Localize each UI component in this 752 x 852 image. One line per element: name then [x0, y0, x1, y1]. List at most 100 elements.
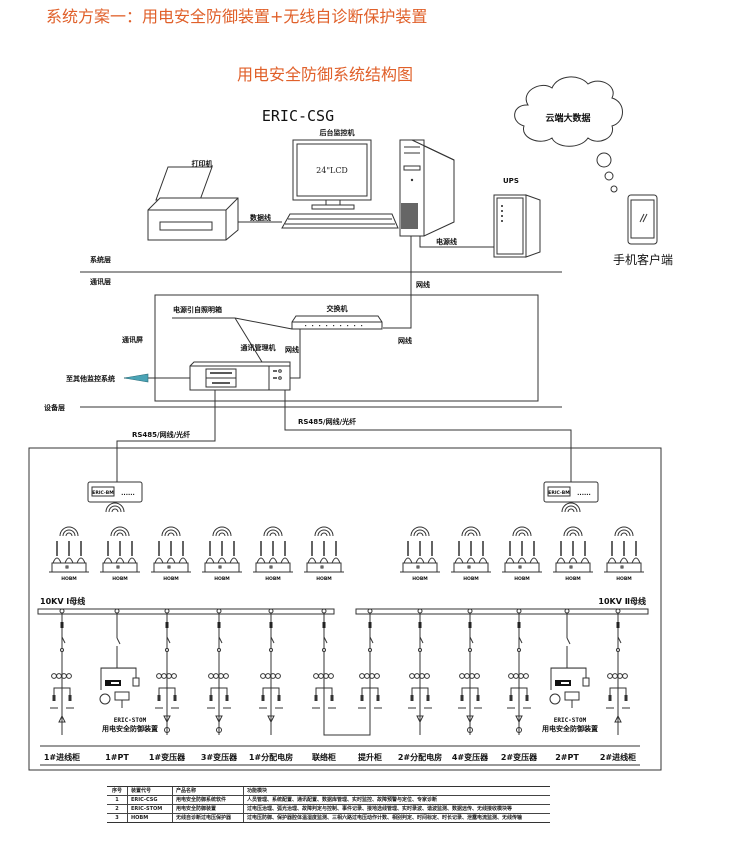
svg-text:......: ...... — [577, 490, 591, 497]
printer-icon — [147, 166, 239, 241]
cell-index: 3 — [107, 813, 128, 823]
rs485-right-label: RS485/网线/光纤 — [298, 417, 356, 426]
mobile-phone-icon — [627, 194, 658, 245]
table-row: 1 ERIC-CSG 用电安全防御系统软件 人员管理、系统配置、通讯配置、数据库… — [107, 795, 550, 805]
header-code: 装置代号 — [127, 786, 173, 796]
cell-index: 2 — [107, 804, 128, 814]
cell-product: 用电安全防御系统软件 — [172, 795, 244, 805]
sensor-label: HOBM — [61, 576, 77, 582]
ups-label: UPS — [503, 177, 519, 185]
power-source-label: 电源引自照明箱 — [173, 305, 222, 314]
system-name: ERIC-CSG — [262, 107, 334, 125]
cabinet-label: 1#分配电房 — [249, 752, 293, 762]
sensor-hobm: HOBM — [400, 526, 440, 582]
cabinet-label: 2#分配电房 — [398, 752, 442, 762]
cabinet-label: 1#变压器 — [149, 752, 186, 762]
cell-functions: 过电压治理、弧光治理、故障判定与控制、事件记录、接地选线管理、实时录波、谐波监测… — [243, 804, 550, 814]
monitor-icon — [281, 139, 399, 229]
sensor-hobm: HOBM — [451, 526, 491, 582]
cabinet-label: 2#变压器 — [501, 752, 538, 762]
svg-text:......: ...... — [121, 490, 135, 497]
cell-functions: 人员管理、系统配置、通讯配置、数据库管理、实时监控、故障预警与定位、专家诊断 — [243, 795, 550, 805]
data-cable-label: 数据线 — [250, 213, 271, 222]
header-product: 产品名称 — [172, 786, 244, 796]
page-heading: 系统方案一：用电安全防御装置+无线自诊断保护装置 — [46, 7, 428, 26]
sensor-label: HOBM — [163, 576, 179, 582]
sensor-hobm: HOBM — [604, 526, 644, 582]
receiver-left: ERIC-BM ...... — [87, 481, 143, 503]
feeder-1 — [50, 608, 74, 735]
sensor-label: HOBM — [412, 576, 428, 582]
sensor-label: HOBM — [112, 576, 128, 582]
monitor-label: 后台监控机 — [320, 128, 355, 137]
sensor-hobm: HOBM — [100, 526, 140, 582]
cabinet-label: 2#PT — [555, 753, 579, 762]
mobile-label: 手机客户端 — [613, 252, 673, 267]
comm-panel-label: 通讯屏 — [122, 335, 143, 344]
ups-icon — [493, 194, 541, 258]
sensor-hobm: HOBM — [304, 526, 344, 582]
sensor-hobm: HOBM — [151, 526, 191, 582]
cell-product: 用电安全防御装置 — [172, 804, 244, 814]
sensor-label: HOBM — [565, 576, 581, 582]
layer-label-system: 系统层 — [90, 255, 111, 264]
bus-label-left: 10KV Ⅰ母线 — [40, 596, 85, 606]
feeder-10 — [507, 608, 531, 735]
sensor-hobm: HOBM — [502, 526, 542, 582]
stom-model-left: ERIC-STOM — [114, 717, 147, 724]
sensor-label: HOBM — [514, 576, 530, 582]
comm-panel-box — [154, 294, 539, 402]
cell-index: 1 — [107, 795, 128, 805]
layer-label-device: 设备层 — [44, 403, 65, 412]
cabinet-label: 联络柜 — [312, 752, 336, 762]
spec-table-header: 序号 装置代号 产品名称 功能模块 — [107, 786, 550, 796]
switch-label: 交换机 — [327, 304, 348, 313]
sensor-hobm: HOBM — [202, 526, 242, 582]
cell-code: ERIC-STOM — [127, 804, 173, 814]
cloud-label: 云端大数据 — [545, 112, 590, 124]
stom-model-right: ERIC-STOM — [554, 717, 587, 724]
sensor-hobm: HOBM — [49, 526, 89, 582]
tie-link — [323, 714, 371, 736]
busbar-right — [355, 608, 649, 615]
network-label-1: 网线 — [416, 280, 430, 289]
printer-label: 打印机 — [192, 159, 213, 168]
cabinet-label: 提升柜 — [358, 752, 382, 762]
cabinet-label: 1#PT — [105, 753, 129, 762]
table-row: 2 ERIC-STOM 用电安全防御装置 过电压治理、弧光治理、故障判定与控制、… — [107, 804, 550, 814]
cabinet-label: 1#进线柜 — [44, 752, 80, 762]
sensor-group: HOBM HOBM HOBM HOBM HOBM HOBM HOBM HOBM HOBM HOBM… — [49, 526, 644, 582]
cell-product: 无线自诊断过电压保护器 — [172, 813, 244, 823]
device-area-box — [28, 447, 662, 771]
sensor-label: HOBM — [463, 576, 479, 582]
pc-tower-icon — [399, 139, 455, 237]
sensor-hobm: HOBM — [253, 526, 293, 582]
cloud-icon — [514, 76, 623, 193]
table-row: 3 HOBM 无线自诊断过电压保护器 过电压防御、保护器腔体温湿度监测、三相六路… — [107, 813, 550, 823]
sensor-label: HOBM — [265, 576, 281, 582]
sensor-label: HOBM — [616, 576, 632, 582]
layer-label-comm: 通讯层 — [90, 277, 111, 286]
diagram-title: 用电安全防御系统结构图 — [237, 65, 413, 84]
spec-table: 序号 装置代号 产品名称 功能模块 1 ERIC-CSG 用电安全防御系统软件 … — [107, 786, 550, 823]
antenna-icon — [123, 373, 149, 383]
comm-manager-icon — [189, 361, 291, 391]
busbar-left — [37, 608, 335, 615]
header-functions: 功能模块 — [243, 786, 550, 796]
stom-name-left: 用电安全防御装置 — [102, 724, 158, 733]
receiver-right: ERIC-BM ...... — [543, 481, 599, 503]
cell-code: HOBM — [127, 813, 173, 823]
network-label-3: 网线 — [398, 336, 412, 345]
power-cable-label: 电源线 — [436, 237, 457, 246]
feeder-2 — [99, 608, 140, 708]
other-systems-label: 至其他监控系统 — [66, 374, 115, 383]
cell-functions: 过电压防御、保护器腔体温湿度监测、三相六路过电压动作计数、相别判定、时间标定、时… — [243, 813, 550, 823]
wifi-icon — [105, 502, 581, 513]
feeder-8 — [408, 608, 432, 735]
network-label-2: 网线 — [285, 345, 299, 354]
sensor-hobm: HOBM — [553, 526, 593, 582]
svg-text:ERIC-BM: ERIC-BM — [92, 490, 114, 496]
cabinet-label: 4#变压器 — [452, 752, 489, 762]
feeder-5 — [259, 608, 283, 735]
